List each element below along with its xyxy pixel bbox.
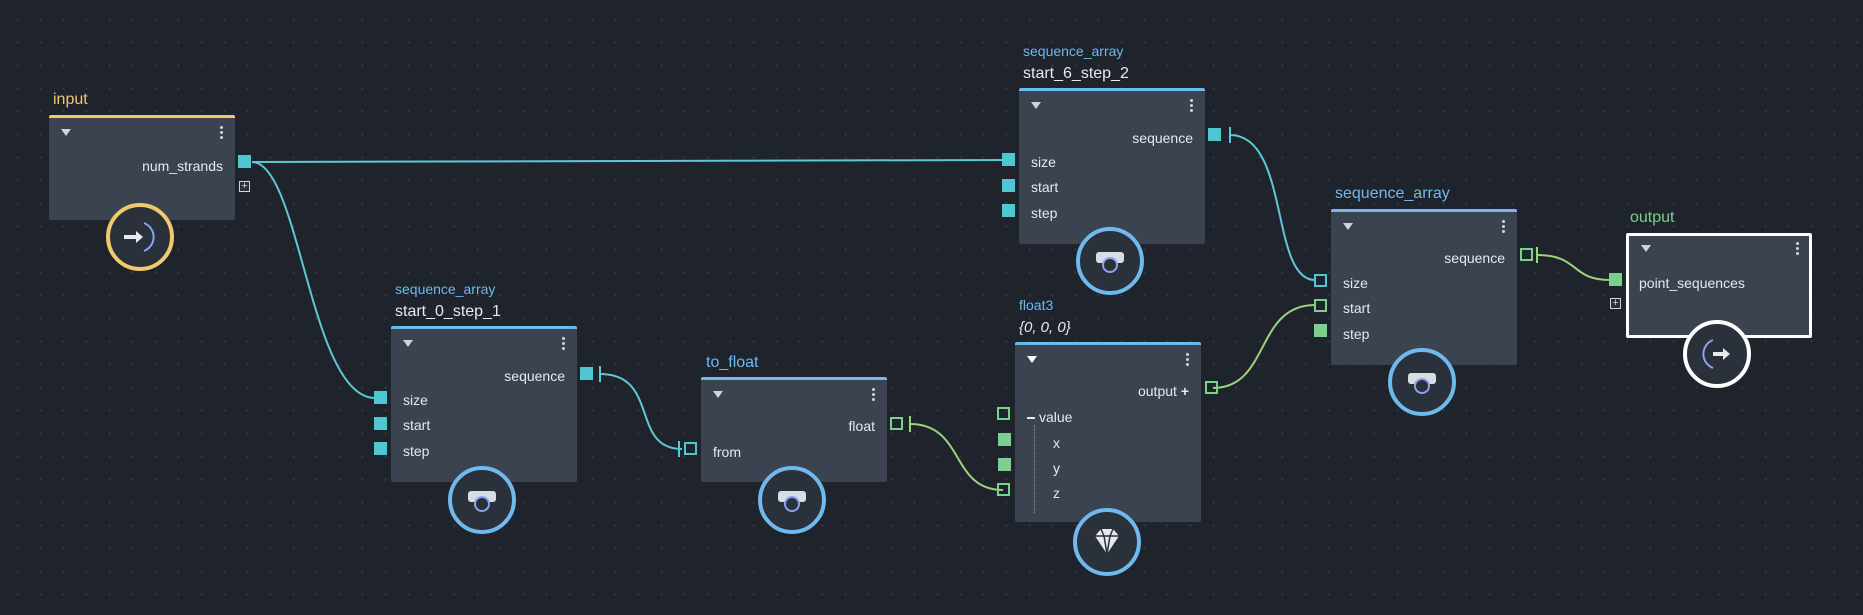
output-label-sequence: sequence (1444, 250, 1505, 266)
node-title-to-float: to_float (706, 354, 759, 371)
input-label-step: step (1031, 205, 1058, 221)
input-label-x: x (1053, 435, 1060, 451)
camera-icon (1388, 348, 1456, 416)
input-node[interactable]: num_strands (49, 115, 235, 220)
wire-seq6-to-size (1229, 134, 1316, 281)
sequence-array-node-0[interactable]: sequence size start step (391, 326, 577, 482)
port-start[interactable] (374, 417, 387, 430)
wire-sequence-to-point-sequences (1536, 254, 1611, 281)
wire-num-strands-to-size-0 (251, 161, 376, 399)
output-label-num-strands: num_strands (142, 158, 223, 174)
output-node[interactable]: point_sequences (1626, 233, 1812, 338)
input-label-start: start (403, 417, 431, 433)
kebab-icon[interactable] (1190, 99, 1193, 114)
kebab-icon[interactable] (872, 388, 875, 403)
port-size[interactable] (374, 391, 387, 404)
input-label-step: step (1343, 326, 1370, 342)
input-label-point-sequences: point_sequences (1639, 275, 1745, 291)
output-label-sequence: sequence (1132, 130, 1193, 146)
group-label-value[interactable]: value (1027, 409, 1072, 425)
port-step[interactable] (1314, 324, 1327, 337)
port-from[interactable] (684, 442, 697, 455)
camera-icon (448, 466, 516, 534)
triangle-down-icon[interactable] (1031, 102, 1041, 109)
input-node-title: input (53, 91, 88, 108)
wire-seq0-to-from (599, 373, 683, 450)
input-label-start: start (1031, 179, 1059, 195)
node-type-label: sequence_array (1023, 43, 1124, 59)
node-type-label: float3 (1019, 297, 1054, 313)
input-label-z: z (1053, 485, 1060, 501)
port-sequence[interactable] (1520, 248, 1533, 261)
port-step[interactable] (374, 442, 387, 455)
arrow-in-icon (106, 203, 174, 271)
to-float-node[interactable]: float from (701, 377, 887, 482)
camera-icon (1076, 227, 1144, 295)
port-step[interactable] (1002, 204, 1015, 217)
camera-icon (758, 466, 826, 534)
node-name-start-6-step-2: start_6_step_2 (1023, 65, 1129, 82)
sequence-array-node[interactable]: sequence size start step (1331, 209, 1517, 365)
port-sequence[interactable] (1208, 128, 1221, 141)
kebab-icon[interactable] (1186, 353, 1189, 368)
port-x[interactable] (998, 433, 1011, 446)
input-label-size: size (1031, 154, 1056, 170)
node-type-label: sequence_array (395, 281, 496, 297)
port-start[interactable] (1002, 179, 1015, 192)
plus-icon[interactable]: + (239, 181, 250, 192)
port-num-strands[interactable] (238, 155, 251, 168)
port-point-sequences[interactable] (1609, 273, 1622, 286)
port-output[interactable] (1205, 381, 1218, 394)
kebab-icon[interactable] (1796, 242, 1799, 257)
triangle-down-icon[interactable] (713, 391, 723, 398)
triangle-down-icon[interactable] (61, 129, 71, 136)
kebab-icon[interactable] (562, 337, 565, 352)
input-label-y: y (1053, 460, 1060, 476)
port-size[interactable] (1314, 274, 1327, 287)
triangle-down-icon[interactable] (1027, 356, 1037, 363)
sequence-array-node-6[interactable]: sequence size start step (1019, 88, 1205, 244)
input-label-size: size (403, 392, 428, 408)
input-label-from: from (713, 444, 741, 460)
tree-guide (1034, 425, 1035, 513)
output-label-text: output (1137, 383, 1177, 399)
diamond-icon (1073, 508, 1141, 576)
group-label-text: value (1039, 409, 1073, 425)
output-label-sequence: sequence (504, 368, 565, 384)
port-size[interactable] (1002, 153, 1015, 166)
kebab-icon[interactable] (1502, 220, 1505, 235)
minus-icon[interactable] (1027, 417, 1035, 420)
node-name-start-0-step-1: start_0_step_1 (395, 303, 501, 320)
port-value[interactable] (997, 407, 1010, 420)
port-z[interactable] (997, 483, 1010, 496)
triangle-down-icon[interactable] (1641, 245, 1651, 252)
input-label-step: step (403, 443, 430, 459)
wire-float3-output-to-start (1212, 304, 1316, 389)
port-start[interactable] (1314, 299, 1327, 312)
kebab-icon[interactable] (220, 126, 223, 141)
output-label-output: output + (1138, 383, 1189, 399)
output-node-title: output (1630, 209, 1675, 226)
port-sequence[interactable] (580, 367, 593, 380)
triangle-down-icon[interactable] (403, 340, 413, 347)
wire-float-to-z (909, 423, 1004, 491)
plus-icon[interactable]: + (1610, 298, 1621, 309)
input-label-size: size (1343, 275, 1368, 291)
wire-num-strands-to-size-6 (251, 159, 1009, 163)
node-title-sequence-array: sequence_array (1335, 185, 1450, 202)
float3-node[interactable]: output + value x y z (1015, 342, 1201, 522)
output-label-float: float (848, 418, 875, 434)
arrow-out-icon (1683, 320, 1751, 388)
triangle-down-icon[interactable] (1343, 223, 1353, 230)
port-y[interactable] (998, 458, 1011, 471)
input-label-start: start (1343, 300, 1371, 316)
float3-value-text: {0, 0, 0} (1019, 319, 1071, 336)
plus-icon[interactable]: + (1180, 383, 1189, 399)
port-float[interactable] (890, 417, 903, 430)
